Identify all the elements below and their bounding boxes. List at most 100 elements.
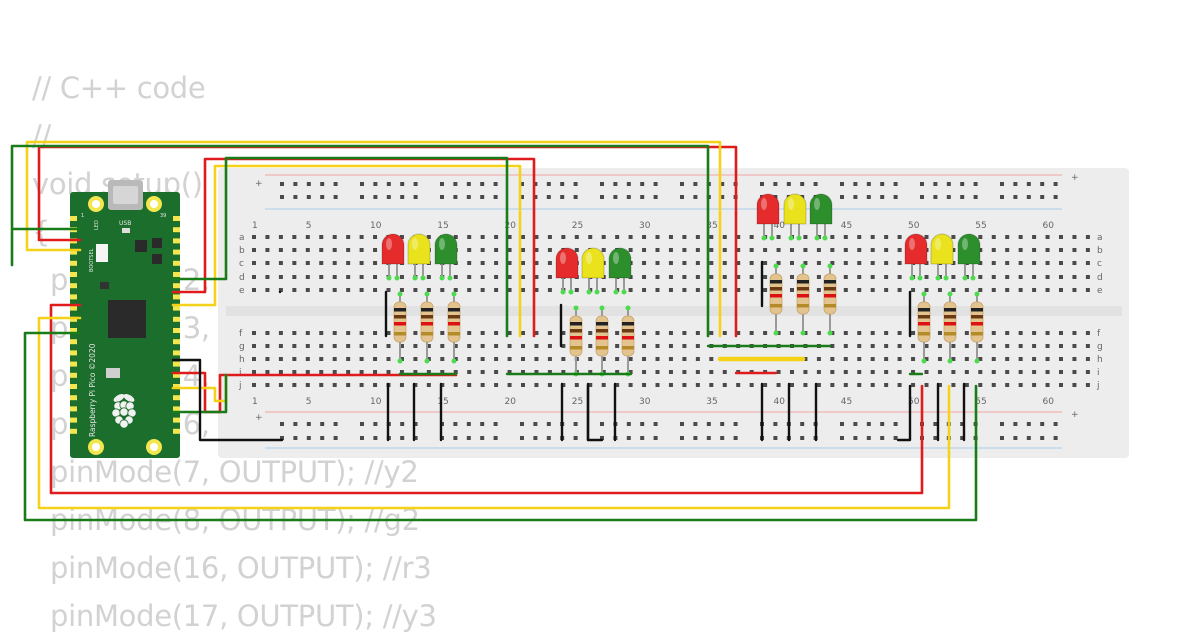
wire-black[interactable] [586,384,604,442]
pin-left[interactable] [70,216,77,221]
breadboard-hole [695,235,700,239]
pin-left[interactable] [70,328,77,333]
led-green[interactable] [608,247,632,279]
pin-right[interactable] [173,283,180,289]
pin-right[interactable] [173,272,180,277]
led-red[interactable] [904,233,928,265]
pin-left[interactable] [70,395,77,401]
pin-right[interactable] [173,260,180,266]
pin-right[interactable] [173,238,180,244]
breadboard-hole [332,370,337,374]
wire-green[interactable] [171,156,509,338]
led-yellow[interactable] [783,193,807,225]
pin-right[interactable] [173,339,180,345]
breadboard-hole [547,331,552,335]
wire-black[interactable] [896,384,912,442]
breadboard-hole [978,357,983,361]
breadboard-hole [615,383,620,387]
pin-left[interactable] [70,260,77,266]
pin-right[interactable] [173,249,180,255]
wire-red[interactable] [171,157,536,338]
led-green[interactable] [434,233,458,265]
breadboard-hole [1018,383,1023,387]
pin-right[interactable] [173,350,180,356]
pin-right[interactable] [173,384,180,389]
breadboard-hole [830,357,835,361]
pin-left[interactable] [70,283,77,289]
led-yellow[interactable] [407,233,431,265]
pin-left[interactable] [70,406,77,412]
pin-right[interactable] [173,372,180,378]
wires[interactable] [10,140,978,522]
breadboard-hole [440,288,445,292]
led-green[interactable] [809,193,833,225]
led-yellow[interactable] [930,233,954,265]
rail-hole [520,436,524,440]
wire-red[interactable] [49,303,924,495]
breadboard-hole [252,288,256,292]
pin-left[interactable] [70,372,77,378]
breadboard-hole [507,344,512,348]
pin-right[interactable] [173,361,180,367]
breadboard-hole [480,331,485,335]
row-label: f [239,329,243,339]
pin-left[interactable] [70,294,77,300]
bootsel-button[interactable] [96,244,108,262]
pin-left[interactable] [70,249,77,255]
wire-green[interactable] [23,331,978,522]
pin-right[interactable] [173,294,180,300]
pin-right[interactable] [173,316,180,322]
breadboard-hole [1018,235,1023,239]
pin-right[interactable] [173,428,180,434]
breadboard-hole [790,275,794,279]
pin-left[interactable] [70,339,77,345]
wire-green[interactable] [171,373,228,414]
column-number: 60 [1043,397,1055,407]
pin-left[interactable] [70,350,77,356]
pin-right[interactable] [173,406,180,412]
breadboard-hole [399,370,404,374]
led-green[interactable] [957,233,981,265]
led-yellow[interactable] [581,247,605,279]
rail-hole [733,422,738,426]
resistor-pin-marker [947,358,953,364]
pin-left[interactable] [70,417,77,423]
rail-hole [720,182,725,186]
raspberry-leaf [123,394,135,402]
pin-right[interactable] [173,417,180,423]
breadboard-hole [1005,248,1010,252]
led-pin-marker [420,275,426,281]
column-number: 45 [841,221,852,231]
pin-left[interactable] [70,361,77,367]
wire-yellow[interactable] [25,140,722,338]
pin-left[interactable] [70,305,77,311]
wire-green[interactable] [10,144,710,338]
pin-right[interactable] [173,395,180,401]
breadboard-hole [467,288,472,292]
wire-black[interactable] [171,358,284,442]
led-red[interactable] [555,247,579,279]
breadboard-hole [951,261,956,265]
rail-hole [373,195,378,199]
wire-yellow[interactable] [37,316,951,510]
breadboard-hole [1005,275,1010,279]
wire-yellow[interactable] [171,164,522,338]
row-label: i [1097,368,1100,378]
pin-left[interactable] [70,272,77,277]
breadboard-hole [642,383,647,387]
pin-right[interactable] [173,227,180,233]
pin-left[interactable] [70,384,77,389]
breadboard-hole [1032,275,1037,279]
pin-right[interactable] [173,305,180,311]
pin-right[interactable] [173,216,180,221]
led-red[interactable] [381,233,405,265]
led-red[interactable] [756,193,780,225]
breadboard-hole [386,331,391,335]
rail-hole [786,182,791,186]
breadboard-hole [1032,383,1037,387]
pin-right[interactable] [173,328,180,333]
pin-left[interactable] [70,428,77,434]
